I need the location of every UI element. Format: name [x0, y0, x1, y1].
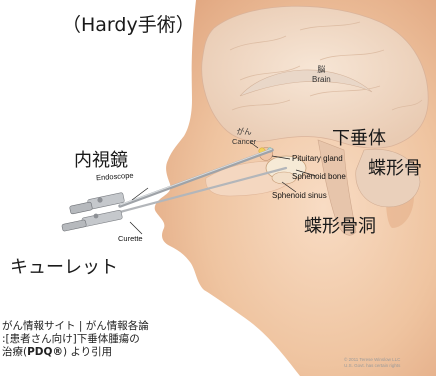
instrument-handles	[62, 192, 125, 231]
label-pituitary-jp: 下垂体	[332, 124, 386, 150]
label-sphenoid-bone-en: Sphenoid bone	[292, 172, 346, 181]
label-pituitary-gland-en: Pituitary gland	[292, 154, 343, 163]
copyright-line-2: U.S. Govt. has certain rights	[344, 363, 400, 369]
label-curette-en: Curette	[118, 234, 143, 243]
label-sphenoid-bone-jp: 蝶形骨	[368, 154, 422, 180]
citation-line-3-post: ) より引用	[63, 346, 112, 358]
citation-pdq-link[interactable]: PDQ®	[27, 346, 63, 358]
label-brain-jp: 脳	[312, 64, 331, 75]
copyright-notice: © 2011 Terese Winslow LLC U.S. Govt. has…	[344, 357, 400, 368]
citation-line-2: :[患者さん向け]下垂体腫瘍の	[2, 333, 149, 346]
citation-line-3-pre: 治療(	[2, 346, 27, 358]
label-sphenoid-sinus-en: Sphenoid sinus	[272, 191, 327, 200]
label-cancer-jp: がん	[232, 126, 256, 137]
label-brain: 脳 Brain	[312, 64, 331, 84]
label-endoscope-jp: 内視鏡	[74, 146, 128, 172]
label-curette-jp: キューレット	[10, 253, 118, 279]
copyright-line-1: © 2011 Terese Winslow LLC	[344, 357, 400, 363]
diagram-title: （Hardy手術）	[62, 10, 195, 37]
citation-line-1: がん情報サイト | がん情報各論	[2, 320, 149, 333]
leader-curette	[130, 222, 142, 234]
label-cancer: がん Cancer	[232, 126, 256, 146]
label-brain-en: Brain	[312, 75, 331, 84]
label-cancer-en: Cancer	[232, 137, 256, 146]
citation: がん情報サイト | がん情報各論 :[患者さん向け]下垂体腫瘍の 治療(PDQ®…	[2, 320, 149, 359]
citation-line-3: 治療(PDQ®) より引用	[2, 346, 149, 359]
label-sphenoid-sinus-jp: 蝶形骨洞	[304, 212, 376, 238]
